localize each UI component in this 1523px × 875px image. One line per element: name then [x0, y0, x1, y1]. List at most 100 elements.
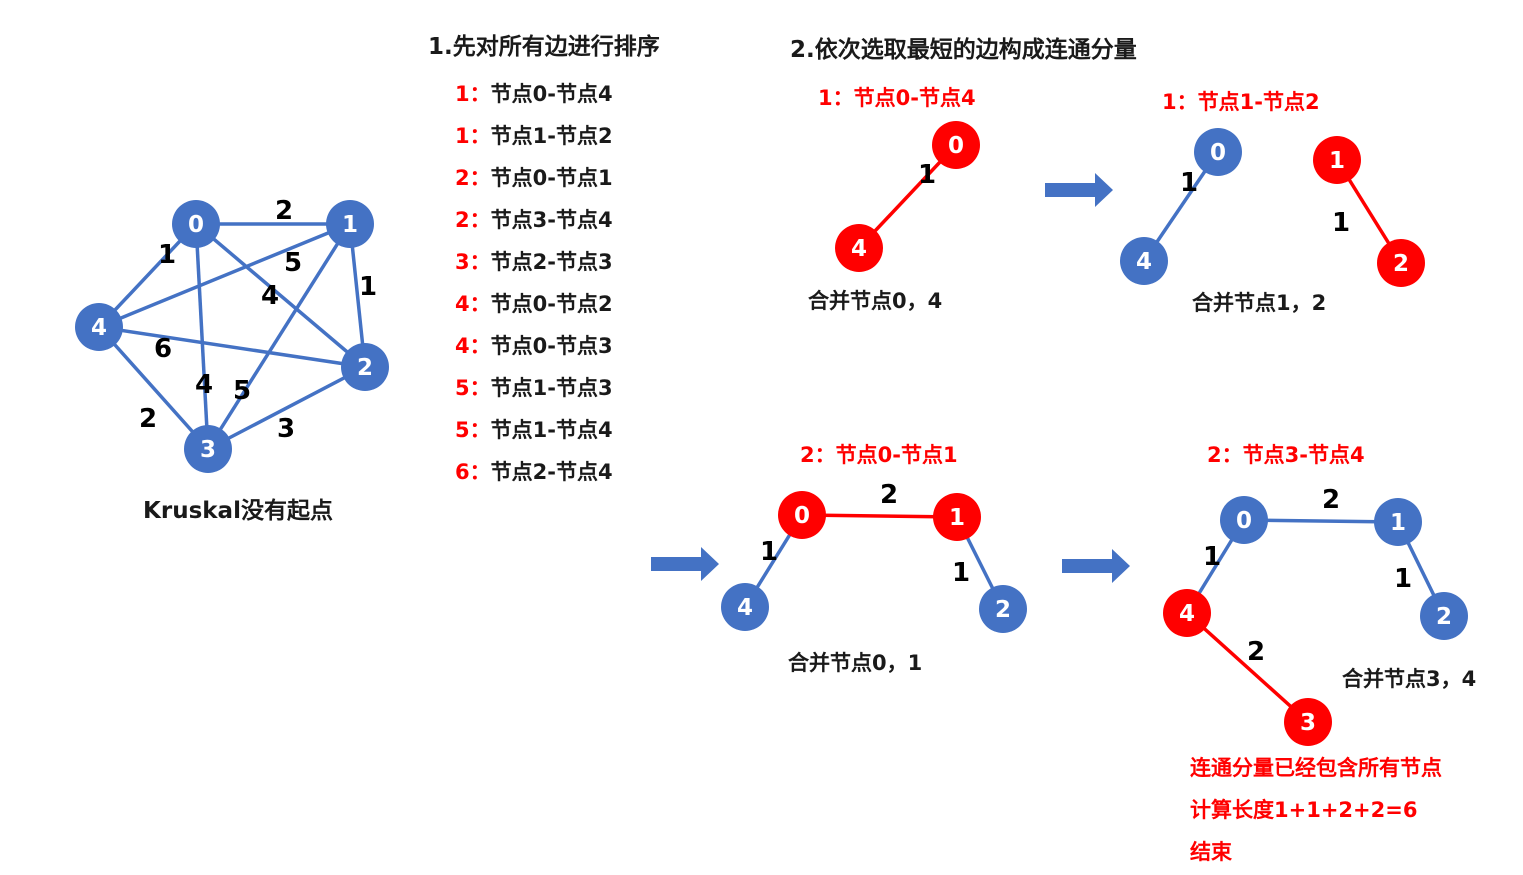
panel-2-heading: 1：节点1-节点2: [1162, 90, 1320, 114]
panel-1-node-label: 4: [851, 236, 867, 262]
sorted-edge-pair: 节点1-节点4: [491, 418, 613, 442]
main-graph-node-label: 0: [188, 212, 204, 238]
sorted-edge-pair: 节点2-节点4: [491, 460, 613, 484]
main-graph-edge-weight: 4: [195, 370, 213, 400]
step2-title: 2.依次选取最短的边构成连通分量: [790, 36, 1137, 63]
right-arrow-icon: [651, 547, 719, 581]
main-graph-edge-weight: 1: [359, 272, 377, 302]
sorted-edge-item: 2：节点0-节点1: [455, 166, 613, 190]
main-graph-node-label: 2: [357, 355, 373, 381]
panel-4-node-0: [1220, 496, 1268, 544]
panel-4-edge-weight: 2: [1247, 637, 1265, 667]
sorted-edge-weight: 2：: [455, 208, 491, 232]
sorted-edge-pair: 节点0-节点4: [491, 82, 613, 106]
panel-2-node-0: [1194, 128, 1242, 176]
main-graph-edge-n0-n2: [194, 222, 367, 369]
main-graph-edge-weight: 2: [139, 404, 157, 434]
main-graph-node-4: [75, 303, 123, 351]
main-graph-node-label: 3: [200, 437, 216, 463]
panel-4-node-4: [1163, 589, 1211, 637]
panel-3-node-4: [721, 583, 769, 631]
sorted-edge-weight: 1：: [455, 82, 491, 106]
panel-1-node-4: [835, 224, 883, 272]
sorted-edge-weight: 6：: [455, 460, 491, 484]
panel-4-node-1: [1374, 498, 1422, 546]
panel-1-edge-weight: 1: [918, 160, 936, 190]
panel-1-heading: 1：节点0-节点4: [818, 86, 976, 110]
sorted-edge-item: 3：节点2-节点3: [455, 250, 613, 274]
panel-3-node-label: 0: [794, 503, 810, 529]
panel-4-edge-weight: 2: [1322, 485, 1340, 515]
panel-4-node-3: [1284, 698, 1332, 746]
main-graph-edge-weight: 1: [158, 240, 176, 270]
panel-4-node-2: [1420, 592, 1468, 640]
panel-3-node-label: 1: [949, 505, 965, 531]
conclusion-line-1: 连通分量已经包含所有节点: [1190, 756, 1442, 780]
panel-4-node-label: 1: [1390, 510, 1406, 536]
sorted-edge-item: 6：节点2-节点4: [455, 460, 613, 484]
sorted-edge-item: 2：节点3-节点4: [455, 208, 613, 232]
main-graph-edge-weight: 3: [277, 414, 295, 444]
sorted-edge-weight: 2：: [455, 166, 491, 190]
panel-3-edge-c0-c1: [801, 513, 958, 519]
sorted-edge-weight: 5：: [455, 418, 491, 442]
panel-1-node-0: [932, 121, 980, 169]
main-graph-node-0: [172, 200, 220, 248]
sorted-edge-pair: 节点0-节点3: [491, 334, 613, 358]
panel-2-node-label: 4: [1136, 249, 1152, 275]
conclusion-line-3: 结束: [1190, 840, 1233, 864]
panel-2-note: 合并节点1，2: [1192, 291, 1326, 315]
sorted-edge-item: 1：节点1-节点2: [455, 124, 613, 148]
sorted-edge-weight: 1：: [455, 124, 491, 148]
main-graph-edge-weight: 5: [284, 248, 302, 278]
main-graph-edge-n1-n4: [98, 222, 351, 329]
panel-2-edge-weight: 1: [1180, 168, 1198, 198]
sorted-edge-item: 4：节点0-节点2: [455, 292, 613, 316]
panel-3-note: 合并节点0，1: [788, 651, 922, 675]
main-graph-edge-n3-n2: [207, 365, 366, 451]
panel-2-node-label: 2: [1393, 251, 1409, 277]
right-arrow-icon: [1045, 173, 1113, 207]
main-graph-node-1: [326, 200, 374, 248]
sorted-edge-pair: 节点3-节点4: [491, 208, 613, 232]
main-graph-node-3: [184, 425, 232, 473]
panel-3-node-1: [933, 493, 981, 541]
main-graph-node-label: 4: [91, 315, 107, 341]
panel-3-edge-weight: 1: [952, 558, 970, 588]
main-graph-edge-weight: 2: [275, 196, 293, 226]
panel-3-edge-weight: 1: [760, 537, 778, 567]
text-layer: Kruskal没有起点 1.先对所有边进行排序 2.依次选取最短的边构成连通分量…: [143, 33, 1476, 864]
arrow-layer: [651, 173, 1130, 583]
main-graph-edge-n1-n3: [206, 223, 352, 450]
panel-3-node-2: [979, 585, 1027, 633]
panel-4-node-label: 2: [1436, 604, 1452, 630]
panel-2-node-2: [1377, 239, 1425, 287]
panel-4-note: 合并节点3，4: [1342, 667, 1476, 691]
panel-2-node-label: 0: [1210, 140, 1226, 166]
panel-2-node-label: 1: [1329, 148, 1345, 174]
panel-4-edge-d0-d1: [1243, 518, 1399, 524]
panel-3-node-0: [778, 491, 826, 539]
panel-3-node-label: 2: [995, 597, 1011, 623]
panel-4-heading: 2：节点3-节点4: [1207, 443, 1365, 467]
main-graph-edge-weight: 5: [233, 376, 251, 406]
panel-4-edge-weight: 1: [1394, 564, 1412, 594]
panel-2-node-4: [1120, 237, 1168, 285]
sorted-edge-pair: 节点0-节点1: [491, 166, 613, 190]
panel-2-edge-weight: 1: [1332, 208, 1350, 238]
main-graph-edge-weight: 6: [154, 334, 172, 364]
main-graph-edge-n4-n2: [98, 325, 366, 369]
sorted-edge-item: 5：节点1-节点4: [455, 418, 613, 442]
edge-layer: [97, 143, 1446, 724]
right-arrow-icon: [1062, 549, 1130, 583]
main-graph-node-label: 1: [342, 212, 358, 238]
panel-4-node-label: 3: [1300, 710, 1316, 736]
main-graph-edge-n4-n3: [97, 325, 210, 451]
panel-4-node-label: 0: [1236, 508, 1252, 534]
main-graph-edge-n0-n3: [194, 223, 210, 450]
sorted-edge-weight: 3：: [455, 250, 491, 274]
sorted-edge-pair: 节点1-节点2: [491, 124, 613, 148]
main-graph-node-2: [341, 343, 389, 391]
panel-1-note: 合并节点0，4: [808, 289, 942, 313]
